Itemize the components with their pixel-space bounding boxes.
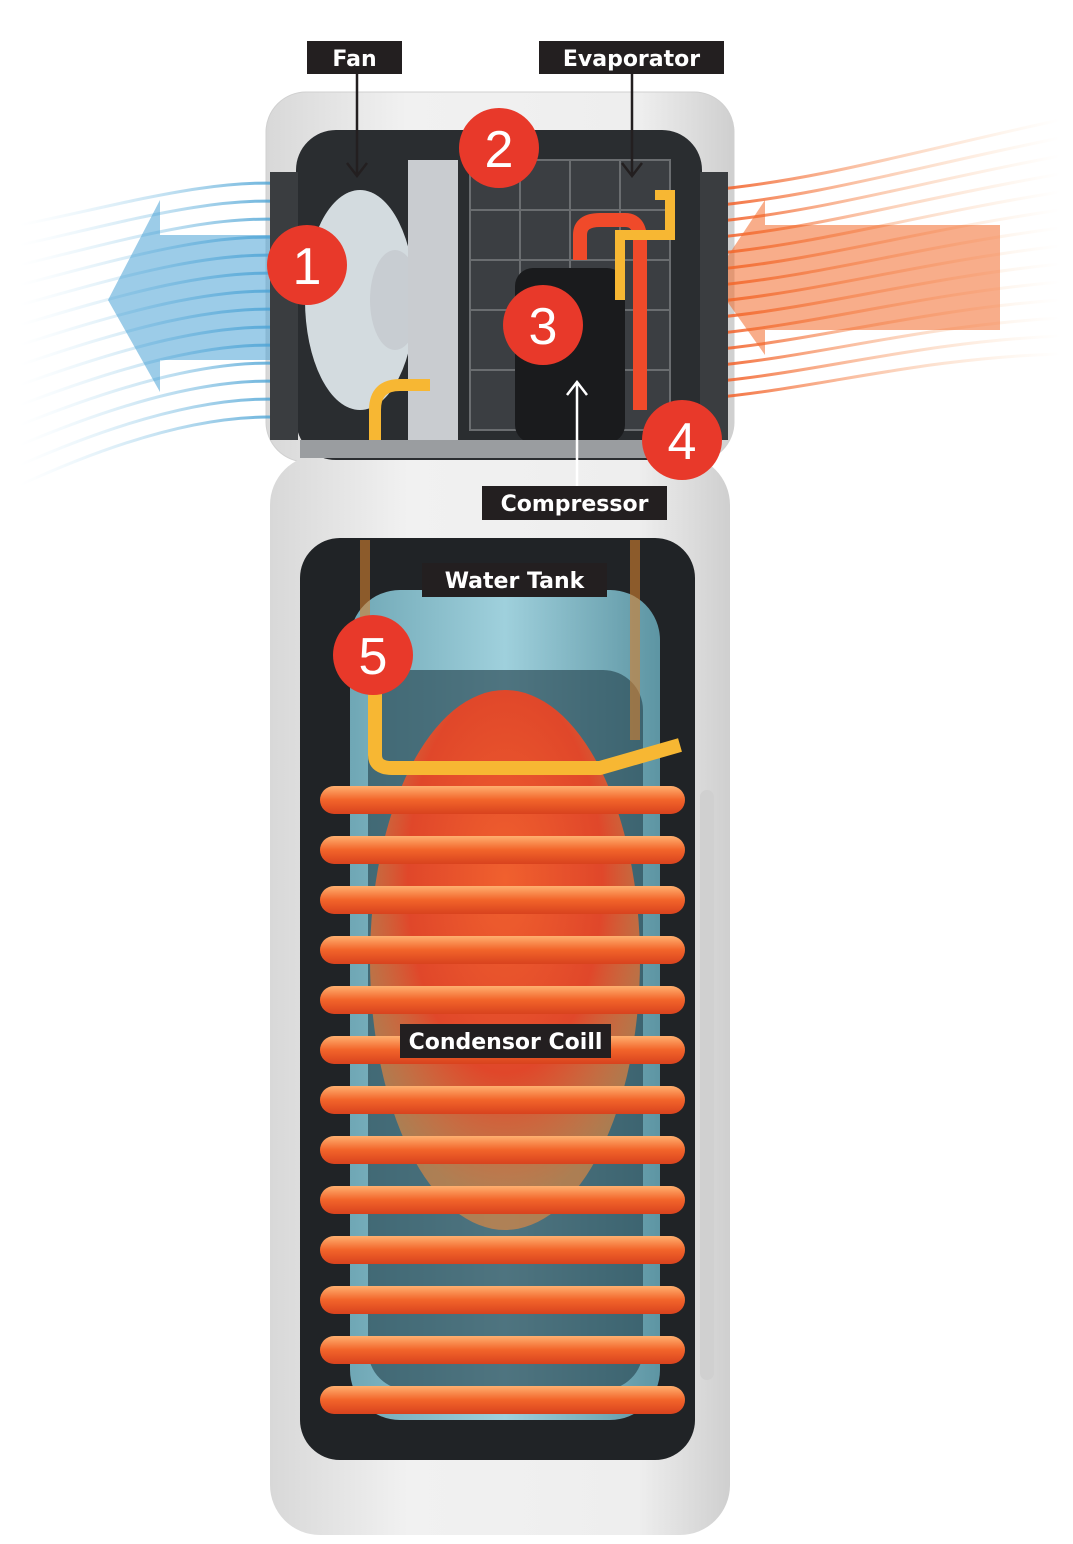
badge-5: 5 [333, 615, 413, 695]
warm-air-streak [709, 118, 1061, 192]
badge-1: 1 [267, 225, 347, 305]
liquid-pipe [369, 379, 430, 440]
label-water-tank: Water Tank [422, 563, 607, 597]
label-water-tank-text: Water Tank [445, 569, 586, 594]
label-compressor: Compressor [482, 486, 667, 520]
badge-3: 3 [503, 285, 583, 365]
cold-air-streak [19, 181, 301, 227]
coil-turn [320, 1286, 685, 1314]
label-compressor-text: Compressor [501, 492, 649, 517]
coil-turn [320, 986, 685, 1014]
warm-air-streak [709, 334, 1061, 384]
label-condensor-coil: Condensor Coill [400, 1024, 611, 1058]
coil-fins [408, 160, 458, 440]
label-evaporator: Evaporator [539, 41, 724, 74]
svg-text:3: 3 [529, 298, 558, 356]
cold-air-streak [19, 361, 301, 427]
condenser-coil [320, 786, 685, 1414]
svg-text:1: 1 [293, 238, 322, 296]
warm-air-arrow-icon [712, 200, 1000, 355]
cold-air-streak [19, 415, 301, 487]
label-evaporator-text: Evaporator [563, 47, 700, 72]
warm-air-streak [709, 352, 1061, 400]
evaporator-leader-arrow-icon [621, 74, 643, 179]
suction-pipe [615, 190, 675, 300]
coil-turn [320, 1386, 685, 1414]
badge-4: 4 [642, 400, 722, 480]
svg-text:4: 4 [668, 413, 697, 471]
svg-text:5: 5 [359, 628, 388, 686]
coil-turn [320, 1336, 685, 1364]
warm-air-streak [709, 136, 1061, 208]
coil-turn [320, 1086, 685, 1114]
svg-text:2: 2 [485, 121, 514, 179]
warm-air-inflow [709, 118, 1061, 400]
cold-air-streak [19, 397, 301, 467]
fan-leader-arrow-icon [346, 74, 368, 179]
label-condensor-coil-text: Condensor Coill [409, 1030, 603, 1055]
cold-air-arrow-icon [108, 200, 300, 392]
label-fan: Fan [307, 41, 402, 74]
badge-2: 2 [459, 108, 539, 188]
coil-turn [320, 1136, 685, 1164]
coil-turn [320, 936, 685, 964]
cold-air-streak [19, 199, 301, 247]
coil-turn [320, 786, 685, 814]
cold-air-outflow [19, 181, 301, 487]
coil-turn [320, 1186, 685, 1214]
tank-compartment [300, 538, 695, 1460]
leader-lines [346, 74, 643, 486]
warm-air-streak [709, 316, 1061, 368]
coil-turn [320, 836, 685, 864]
warm-air-streak [709, 154, 1061, 224]
cold-air-streak [19, 379, 301, 447]
cold-air-streak [19, 217, 301, 267]
yellow-inlet-pipe [368, 685, 682, 775]
coil-turn [320, 1236, 685, 1264]
label-fan-text: Fan [332, 47, 376, 72]
coil-turn [320, 886, 685, 914]
compressor-leader-arrow-icon [566, 379, 588, 486]
